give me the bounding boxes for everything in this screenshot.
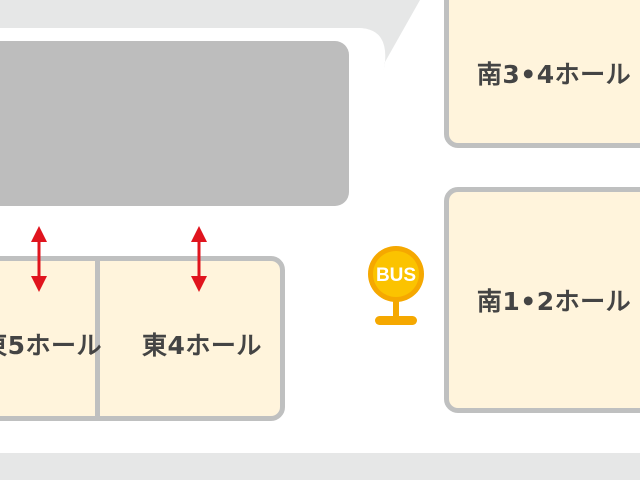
hall-label-east-4[interactable]: 東4ホール	[142, 331, 262, 360]
hall-south-3-4[interactable]: 南3•4ホール	[444, 0, 640, 148]
east-halls-block: 東5ホール 東4ホール	[0, 256, 285, 421]
hall-label-south-3-4: 南3•4ホール	[476, 60, 632, 89]
bus-stop-label: BUS	[376, 265, 416, 286]
bus-stop-icon[interactable]: BUS	[366, 244, 426, 328]
double-arrow-vertical-icon	[191, 226, 207, 292]
hall-divider	[95, 261, 100, 416]
hall-label-east-5[interactable]: 東5ホール	[0, 331, 102, 360]
double-arrow-vertical-icon	[31, 226, 47, 292]
hall-south-1-2[interactable]: 南1•2ホール	[444, 187, 640, 413]
hall-label-south-1-2: 南1•2ホール	[476, 287, 632, 316]
gray-building	[0, 41, 349, 206]
